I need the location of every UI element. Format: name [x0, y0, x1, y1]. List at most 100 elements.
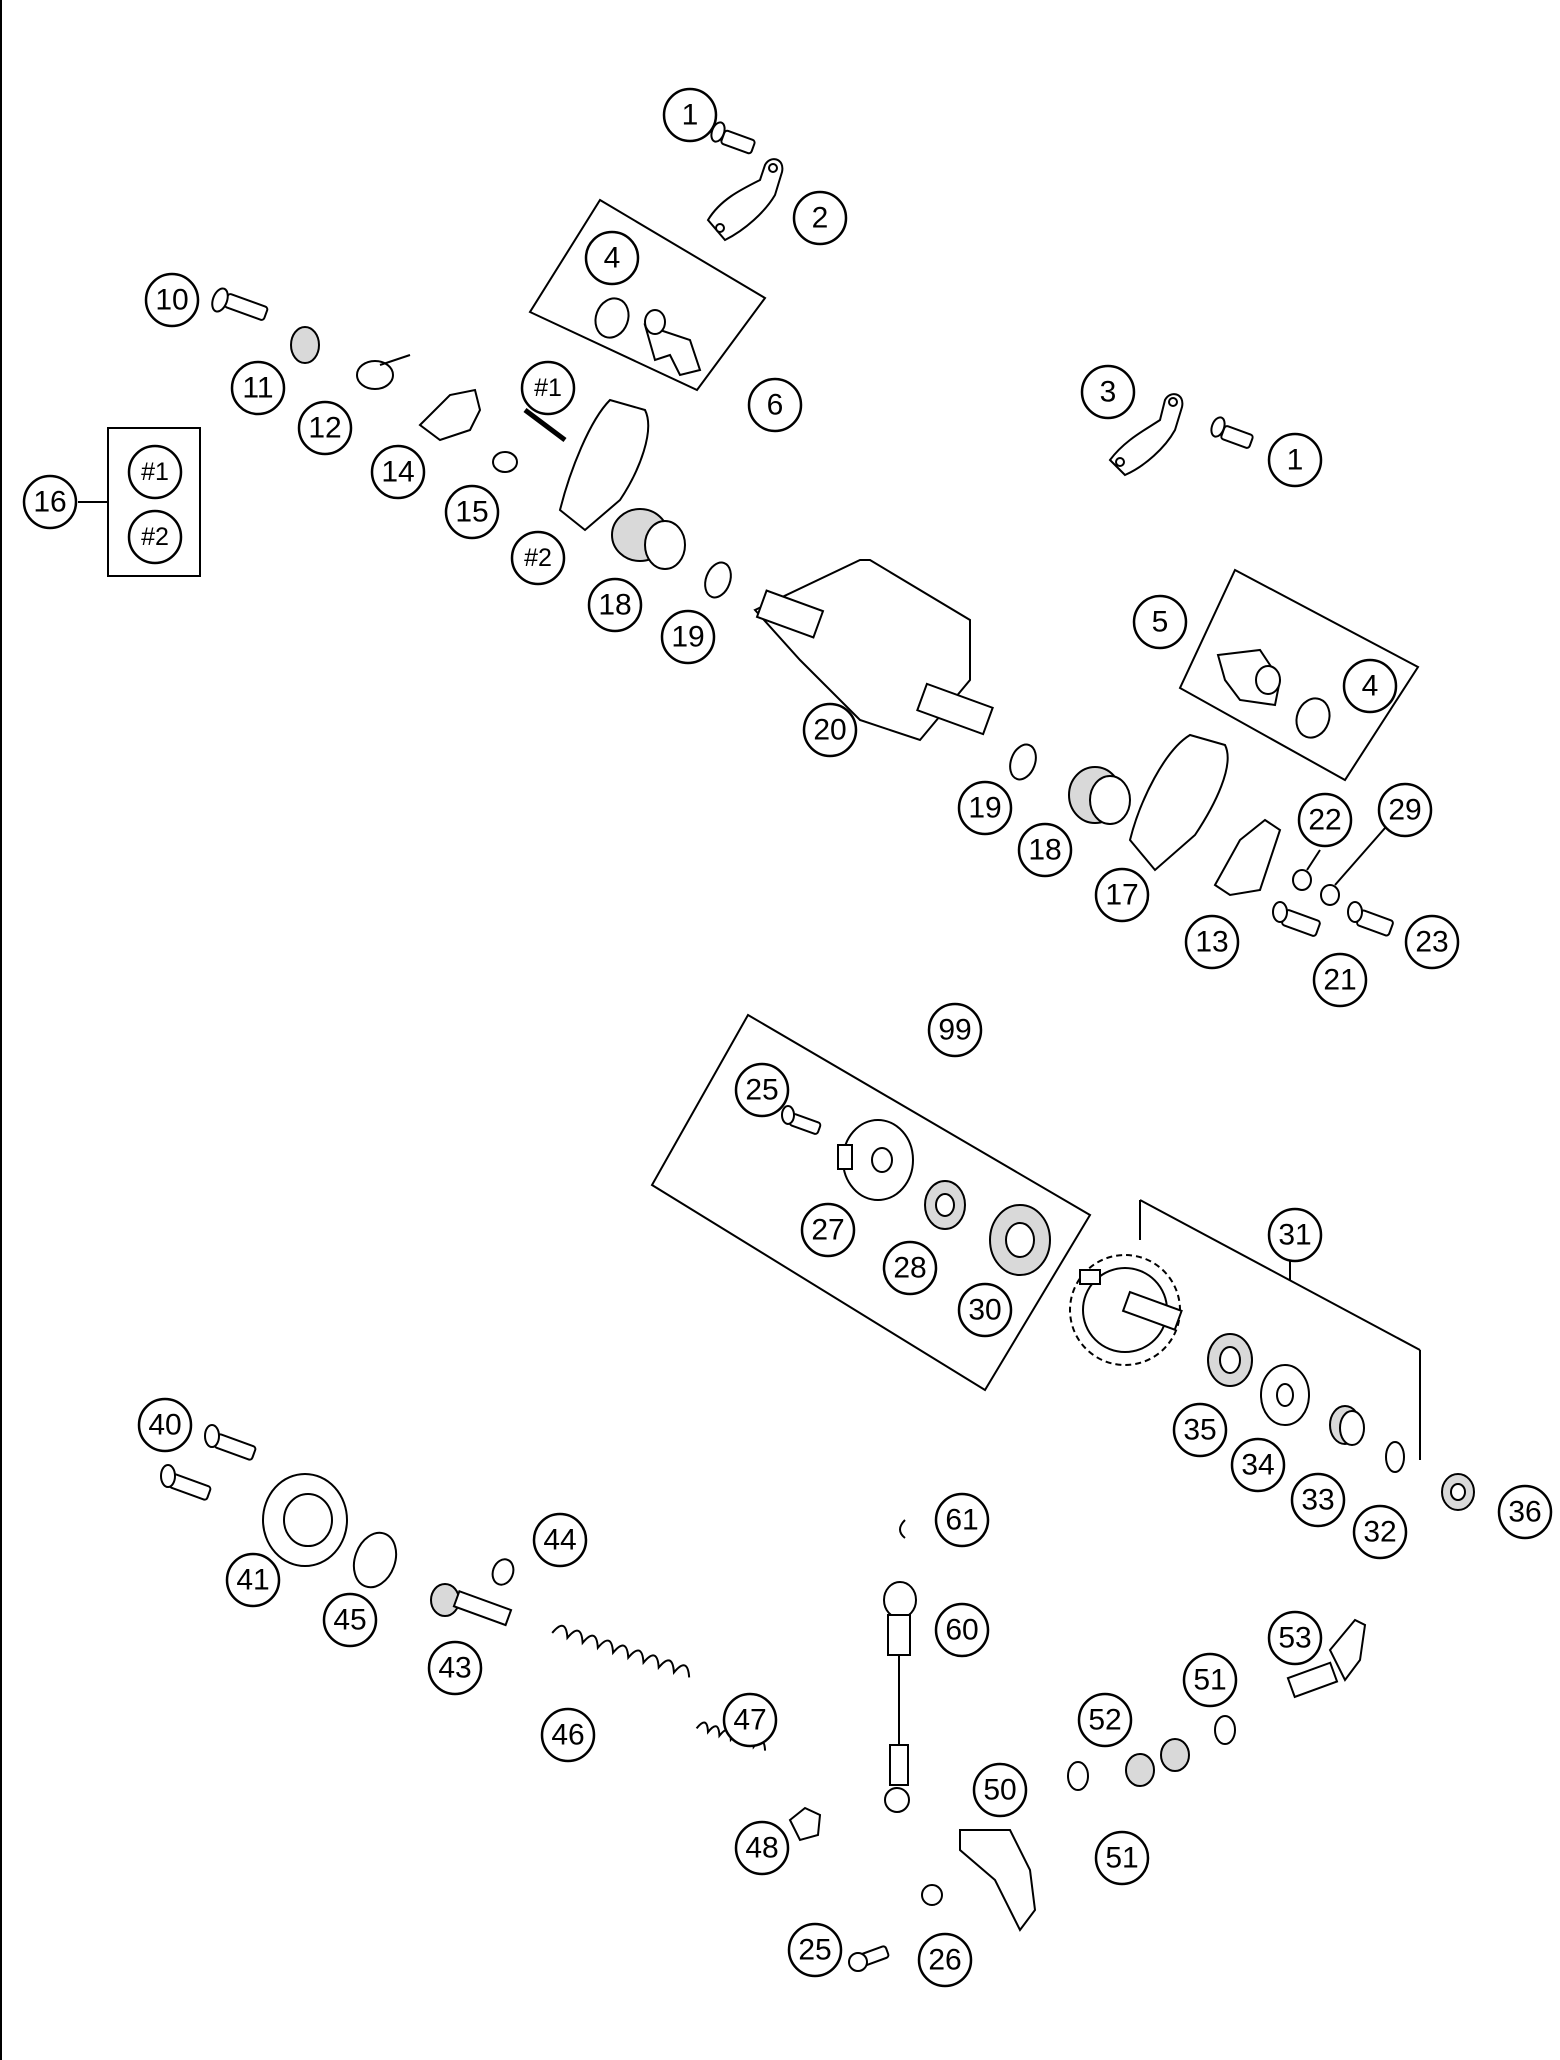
callout-label: 51	[1193, 1664, 1226, 1697]
o-ring-44	[491, 1558, 515, 1586]
lever-2	[706, 158, 784, 242]
group-box-6	[528, 198, 767, 392]
callout-label: 33	[1301, 1484, 1334, 1517]
valve-6	[643, 309, 702, 377]
callout-label: 53	[1278, 1622, 1311, 1655]
callout-c40: 40	[137, 1397, 193, 1453]
callout-circle	[137, 1397, 193, 1453]
lever-3	[1108, 393, 1184, 477]
callout-c22: 22	[1297, 792, 1353, 848]
callout-circle	[444, 484, 500, 540]
callout-c_h1: #1	[520, 360, 576, 416]
washer-51-lower	[1067, 1761, 1089, 1791]
callout-label: 19	[968, 792, 1001, 825]
callout-c48: 48	[734, 1820, 790, 1876]
callout-label: 36	[1508, 1496, 1541, 1529]
callout-circle	[787, 1922, 843, 1978]
callout-label: 43	[438, 1652, 471, 1685]
callout-circle	[1080, 364, 1136, 420]
callout-label: 48	[745, 1832, 778, 1865]
callout-circle	[1297, 792, 1353, 848]
callout-label: 35	[1183, 1414, 1216, 1447]
callout-label: 50	[983, 1774, 1016, 1807]
bearing-30	[989, 1204, 1051, 1276]
callout-c60: 60	[934, 1602, 990, 1658]
callout-label: 29	[1388, 794, 1421, 827]
washer-51-upper	[1214, 1715, 1236, 1745]
callout-label: 20	[813, 714, 846, 747]
callout-c46: 46	[540, 1707, 596, 1763]
callout-c17: 17	[1094, 867, 1150, 923]
callout-c16_h1: #1	[127, 444, 183, 500]
callout-circle	[225, 1552, 281, 1608]
callout-c33: 33	[1290, 1472, 1346, 1528]
callout-circle	[934, 1492, 990, 1548]
callout-circle	[584, 230, 640, 286]
callout-c18a: 18	[587, 577, 643, 633]
callout-label: 16	[33, 486, 66, 519]
callout-c3: 3	[1080, 364, 1136, 420]
callout-circle	[1094, 867, 1150, 923]
callout-label: 11	[242, 372, 273, 405]
callout-c13: 13	[1184, 914, 1240, 970]
callout-circle	[127, 444, 183, 500]
bolt-1-right	[1210, 416, 1254, 449]
callout-circle	[520, 360, 576, 416]
callout-circle	[587, 577, 643, 633]
callout-label: 2	[812, 202, 829, 235]
callout-label: 31	[1278, 1219, 1311, 1252]
bolt-23	[1347, 901, 1394, 937]
washer-26	[921, 1884, 943, 1906]
callout-label: 22	[1308, 804, 1341, 837]
callout-c36: 36	[1497, 1484, 1553, 1540]
housing-41	[262, 1473, 348, 1567]
callout-circle	[957, 1282, 1013, 1338]
callout-circle	[722, 1692, 778, 1748]
bearing-28	[924, 1180, 966, 1230]
washer-35	[1207, 1333, 1253, 1387]
callout-label: #2	[524, 544, 552, 572]
callout-label: 99	[938, 1014, 971, 1047]
pin-h1	[523, 408, 567, 442]
callout-circle	[957, 780, 1013, 836]
callout-label: #1	[534, 374, 562, 402]
bolt-21	[1272, 901, 1321, 937]
callout-c19b: 19	[957, 780, 1013, 836]
o-ring-19-left	[704, 561, 732, 599]
callout-c19a: 19	[660, 609, 716, 665]
callout-c28: 28	[882, 1240, 938, 1296]
callout-c99: 99	[927, 1002, 983, 1058]
callout-circle	[1230, 1437, 1286, 1493]
callout-c45: 45	[322, 1592, 378, 1648]
callout-circle	[734, 1062, 790, 1118]
callout-label: 13	[1195, 926, 1228, 959]
callout-circle	[1290, 1472, 1346, 1528]
o-ring-4-top	[594, 297, 630, 339]
callout-label: 26	[928, 1944, 961, 1977]
callout-c_h2: #2	[510, 530, 566, 586]
callout-c52: 52	[1077, 1692, 1133, 1748]
callout-circle	[1497, 1484, 1553, 1540]
plate-14	[418, 388, 482, 442]
callout-circle	[1094, 1830, 1150, 1886]
callout-circle	[127, 509, 183, 565]
callout-circle	[1352, 1504, 1408, 1560]
callout-circle	[802, 702, 858, 758]
callout-c1a: 1	[662, 87, 718, 143]
callout-c32: 32	[1352, 1504, 1408, 1560]
callout-circle	[927, 1002, 983, 1058]
callout-c30: 30	[957, 1282, 1013, 1338]
callout-label: 45	[333, 1604, 366, 1637]
callout-label: 4	[604, 242, 621, 275]
callout-label: 61	[945, 1504, 978, 1537]
valve-5	[1216, 648, 1282, 707]
callout-circle	[144, 272, 200, 328]
callout-circle	[747, 377, 803, 433]
bushing-18-left	[611, 508, 686, 570]
callout-c10: 10	[144, 272, 200, 328]
callout-circle	[792, 190, 848, 246]
callout-c11: 11	[230, 360, 286, 416]
callout-c44: 44	[532, 1512, 588, 1568]
